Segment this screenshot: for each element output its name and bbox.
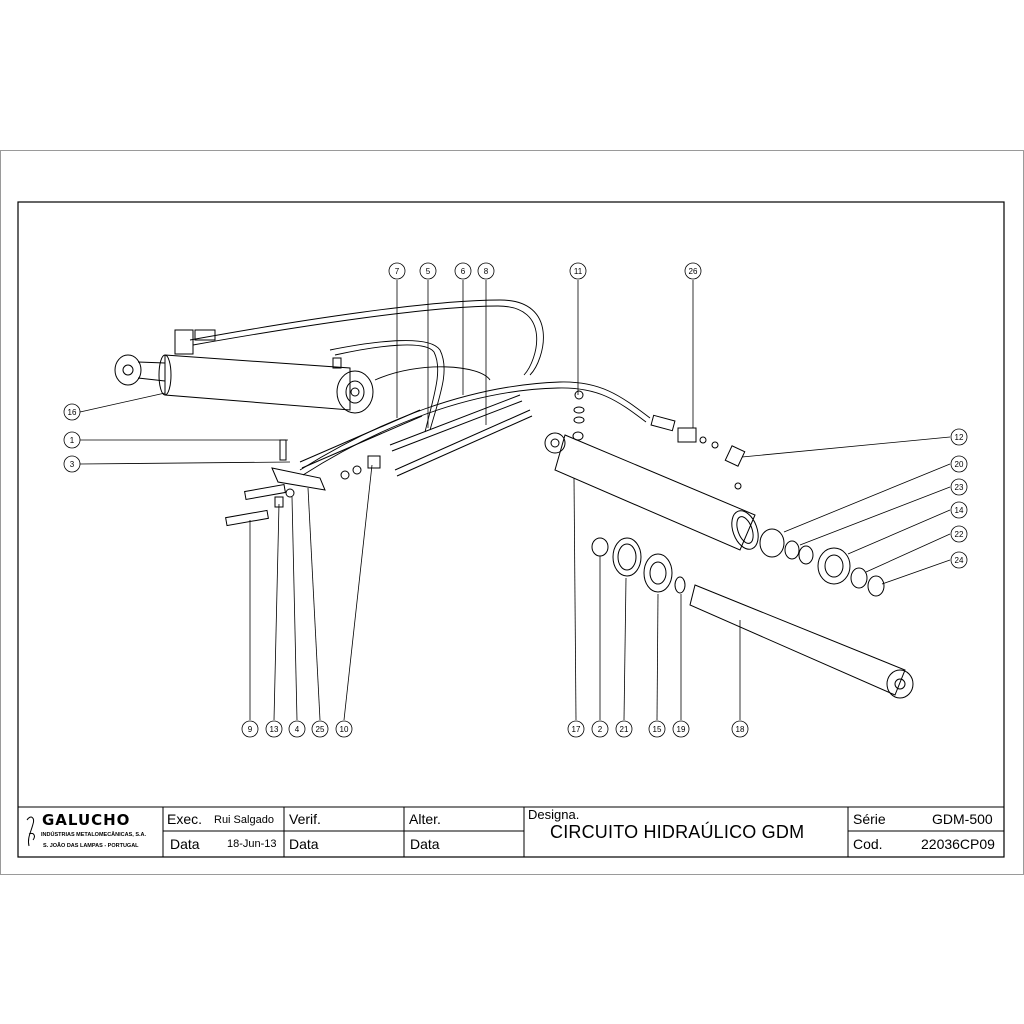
parts-drawing bbox=[114, 299, 914, 699]
callout-16: 16 bbox=[63, 403, 81, 421]
exec-value: Rui Salgado bbox=[214, 814, 274, 826]
svg-text:24: 24 bbox=[955, 556, 964, 565]
data-label-alter: Data bbox=[410, 836, 440, 852]
callout-14: 14 bbox=[950, 501, 968, 519]
hydraulic-hoses bbox=[189, 299, 651, 476]
svg-text:12: 12 bbox=[955, 433, 964, 442]
leader-lines bbox=[79, 280, 951, 721]
callout-15: 15 bbox=[648, 720, 666, 738]
inner-frame bbox=[17, 201, 1005, 858]
svg-text:21: 21 bbox=[620, 725, 629, 734]
callout-9: 9 bbox=[241, 720, 259, 738]
seal-kit-right bbox=[759, 528, 885, 597]
svg-text:10: 10 bbox=[340, 725, 349, 734]
verif-label: Verif. bbox=[289, 811, 321, 827]
callout-18: 18 bbox=[731, 720, 749, 738]
callout-25: 25 bbox=[311, 720, 329, 738]
cod-value: 22036CP09 bbox=[921, 836, 995, 852]
svg-text:25: 25 bbox=[316, 725, 325, 734]
company-subtitle: INDÚSTRIAS METALOMECÂNICAS, S.A. bbox=[41, 832, 147, 838]
svg-text:23: 23 bbox=[955, 483, 964, 492]
callout-4: 4 bbox=[288, 720, 306, 738]
svg-text:9: 9 bbox=[248, 725, 253, 734]
svg-text:8: 8 bbox=[484, 267, 489, 276]
callout-20: 20 bbox=[950, 455, 968, 473]
svg-text:16: 16 bbox=[68, 408, 77, 417]
data-value-exec: 18-Jun-13 bbox=[227, 838, 277, 850]
alter-label: Alter. bbox=[409, 811, 441, 827]
data-label-verif: Data bbox=[289, 836, 319, 852]
company-name: GALUCHO bbox=[42, 811, 131, 829]
exec-label: Exec. bbox=[167, 811, 203, 827]
svg-text:26: 26 bbox=[689, 267, 698, 276]
svg-text:3: 3 bbox=[70, 460, 75, 469]
svg-text:15: 15 bbox=[653, 725, 662, 734]
cod-label: Cod. bbox=[853, 836, 883, 852]
callout-6: 6 bbox=[454, 262, 472, 280]
callout-17: 17 bbox=[567, 720, 585, 738]
designation-value: CIRCUITO HIDRAÚLICO GDM bbox=[550, 822, 805, 842]
svg-text:19: 19 bbox=[677, 725, 686, 734]
callout-22: 22 bbox=[950, 525, 968, 543]
svg-text:22: 22 bbox=[955, 530, 964, 539]
callout-10: 10 bbox=[335, 720, 353, 738]
data-label-exec: Data bbox=[170, 836, 200, 852]
callout-1: 1 bbox=[63, 431, 81, 449]
svg-text:1: 1 bbox=[70, 436, 75, 445]
manifold-assembly bbox=[225, 394, 533, 527]
callout-21: 21 bbox=[615, 720, 633, 738]
callout-24: 24 bbox=[950, 551, 968, 569]
callout-8: 8 bbox=[477, 262, 495, 280]
svg-text:11: 11 bbox=[574, 267, 583, 276]
serie-value: GDM-500 bbox=[932, 811, 993, 827]
callout-5: 5 bbox=[419, 262, 437, 280]
callout-26: 26 bbox=[684, 262, 702, 280]
svg-text:18: 18 bbox=[736, 725, 745, 734]
title-block-grid bbox=[17, 806, 1005, 858]
callout-2: 2 bbox=[591, 720, 609, 738]
svg-text:13: 13 bbox=[270, 725, 279, 734]
callout-23: 23 bbox=[950, 478, 968, 496]
svg-text:7: 7 bbox=[395, 267, 400, 276]
svg-text:5: 5 bbox=[426, 267, 431, 276]
svg-text:4: 4 bbox=[295, 725, 300, 734]
callout-11: 11 bbox=[569, 262, 587, 280]
serie-label: Série bbox=[853, 811, 886, 827]
callout-12: 12 bbox=[950, 428, 968, 446]
rod-components bbox=[591, 537, 914, 699]
right-cylinder bbox=[544, 390, 759, 551]
svg-text:17: 17 bbox=[572, 725, 581, 734]
svg-text:6: 6 bbox=[461, 267, 466, 276]
callout-7: 7 bbox=[388, 262, 406, 280]
left-cylinder bbox=[114, 329, 374, 414]
galucho-logo-icon bbox=[26, 816, 35, 847]
company-address: S. JOÃO DAS LAMPAS - PORTUGAL bbox=[43, 843, 139, 849]
svg-text:14: 14 bbox=[955, 506, 964, 515]
callout-13: 13 bbox=[265, 720, 283, 738]
callout-3: 3 bbox=[63, 455, 81, 473]
outer-frame bbox=[0, 150, 1024, 875]
svg-text:2: 2 bbox=[598, 725, 603, 734]
callout-19: 19 bbox=[672, 720, 690, 738]
svg-text:20: 20 bbox=[955, 460, 964, 469]
designation-label: Designa. bbox=[528, 807, 580, 822]
callouts: 1 3 16 7 5 6 8 11 26 12 20 23 14 22 24 9… bbox=[63, 262, 968, 738]
